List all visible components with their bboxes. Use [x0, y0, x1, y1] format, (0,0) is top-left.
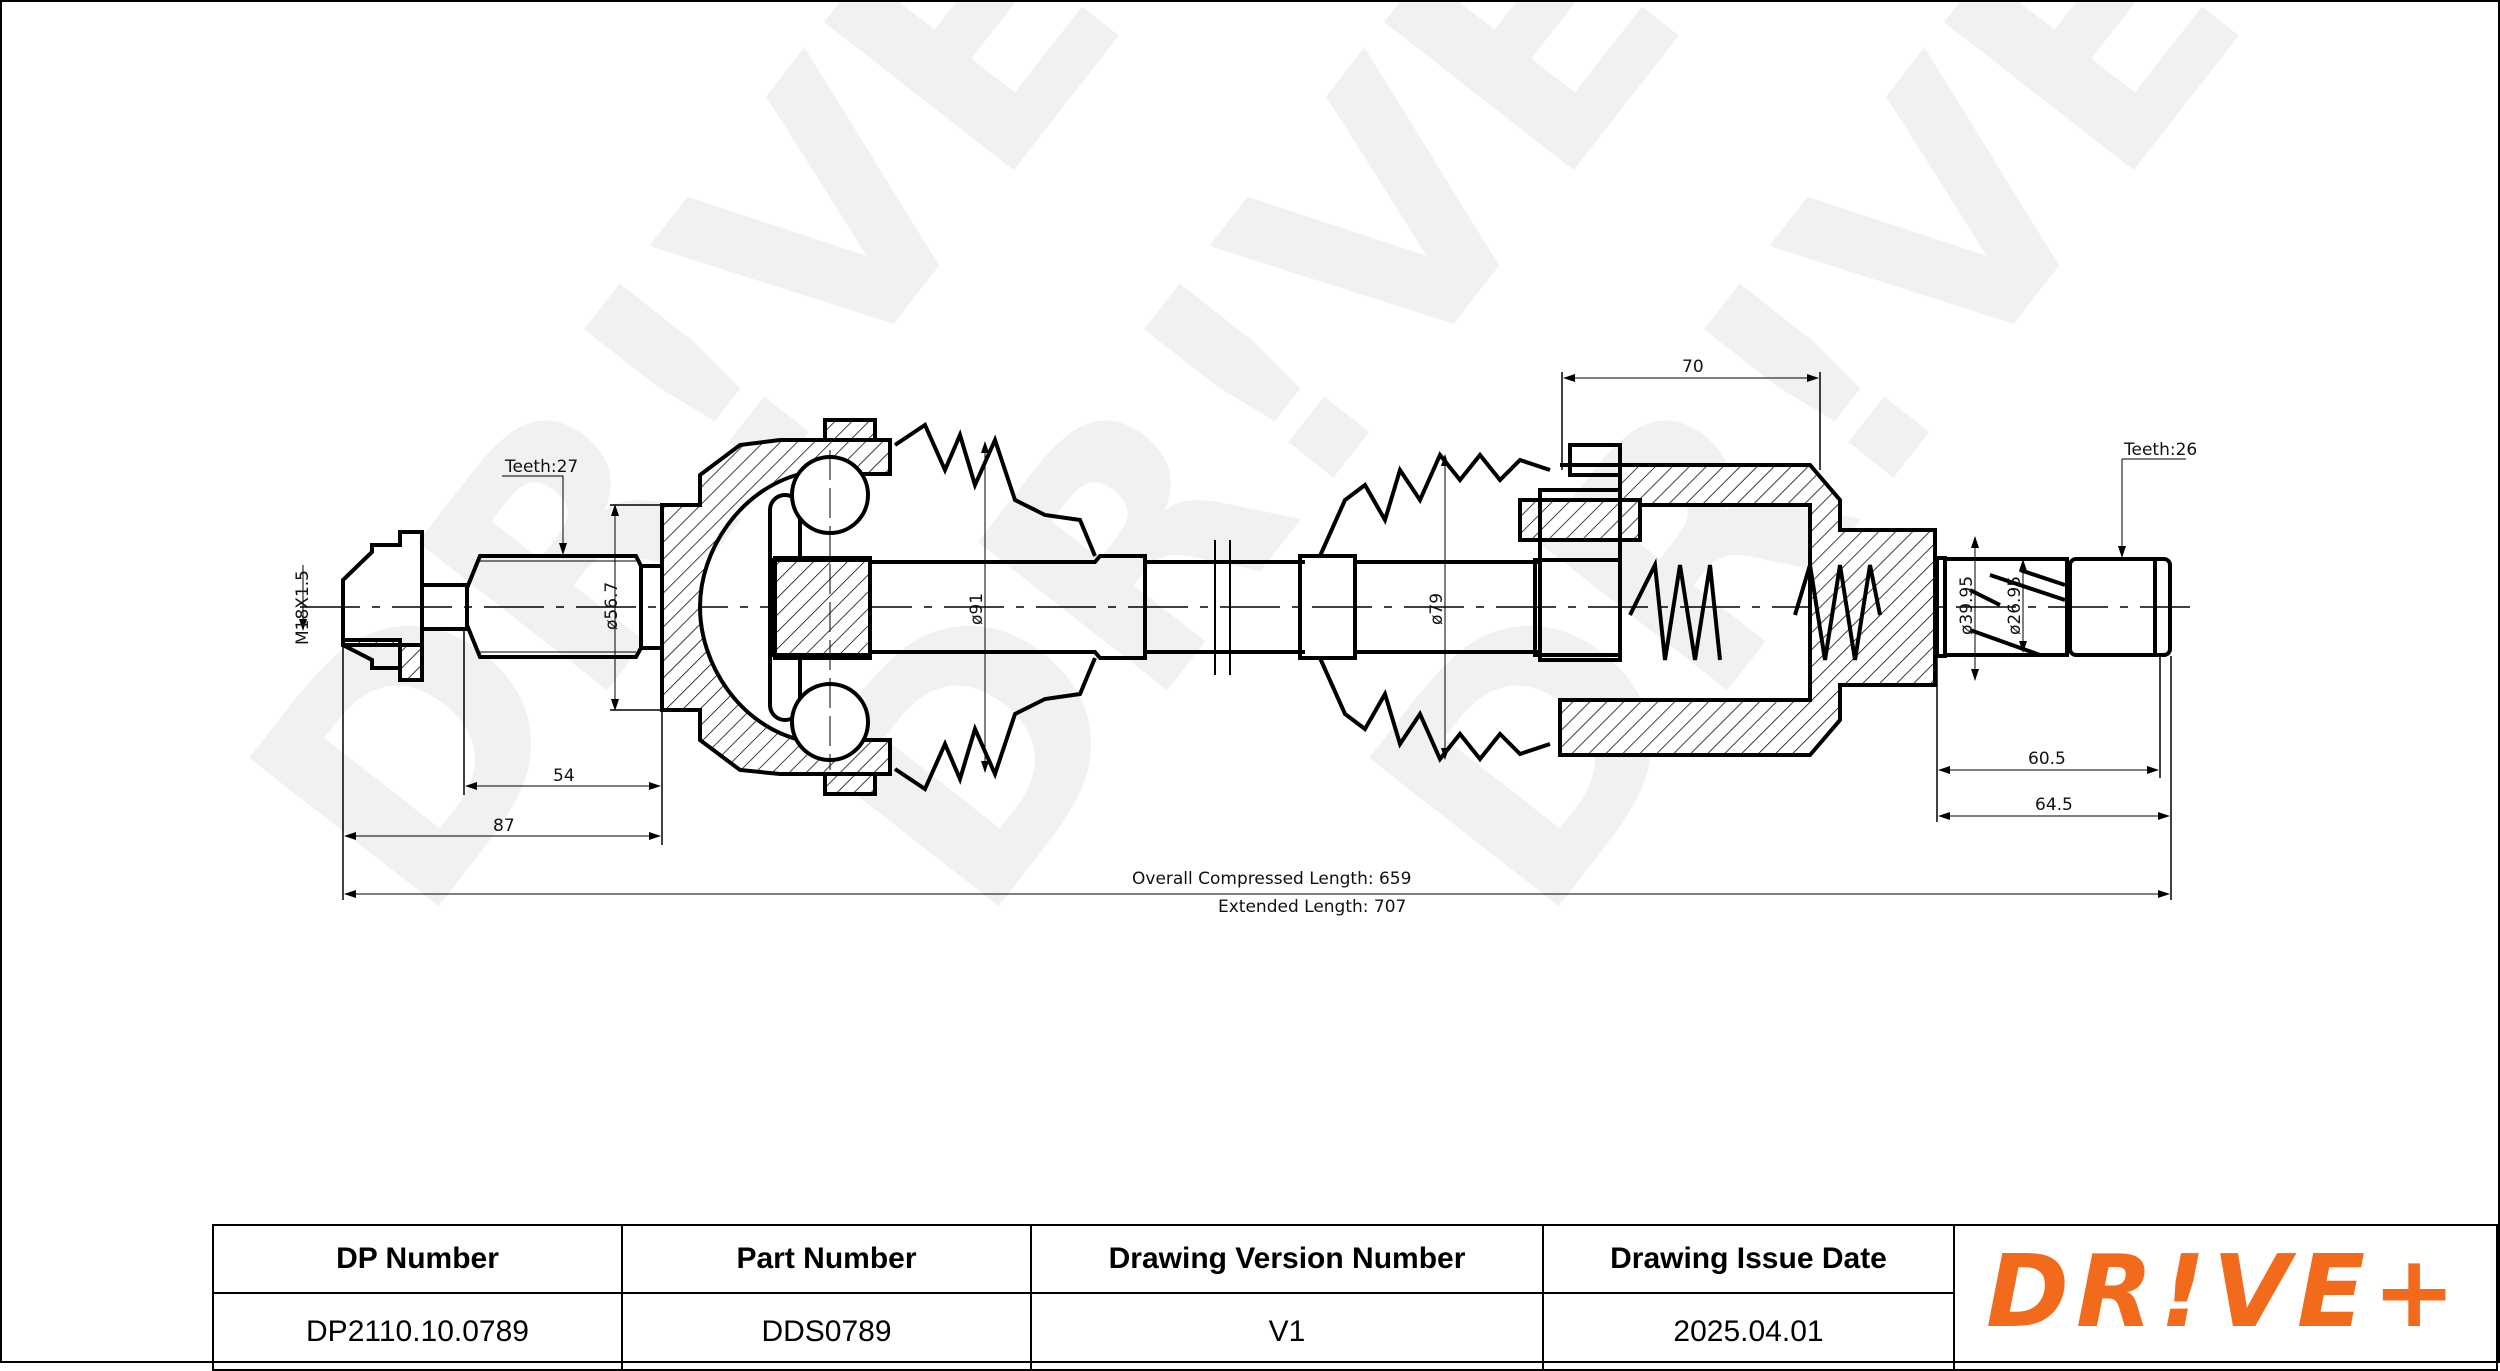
dimension-labels: Teeth:27 Teeth:26 M18X1.5 ø56.7 ø91 ø79 … — [293, 357, 2197, 917]
svg-text:ø56.7: ø56.7 — [602, 582, 622, 630]
drawing-version-value: V1 — [1030, 1292, 1544, 1371]
outer-cv-joint — [660, 418, 892, 796]
svg-text:ø39.95: ø39.95 — [1957, 576, 1977, 635]
header-dp-number: DP Number — [212, 1224, 623, 1294]
svg-text:DR!VE+: DR!VE+ — [1986, 1233, 2456, 1350]
right-stub-shaft — [1935, 556, 2172, 658]
svg-text:M18X1.5: M18X1.5 — [293, 570, 313, 645]
svg-text:60.5: 60.5 — [2028, 749, 2066, 769]
svg-text:54: 54 — [553, 766, 575, 786]
title-block: DP Number Part Number Drawing Version Nu… — [212, 1224, 2498, 1371]
svg-text:Teeth:27: Teeth:27 — [504, 457, 578, 477]
issue-date-value: 2025.04.01 — [1542, 1292, 1955, 1371]
svg-text:ø26.95: ø26.95 — [2005, 576, 2025, 635]
svg-text:ø79: ø79 — [1427, 593, 1447, 625]
header-part-number: Part Number — [621, 1224, 1032, 1294]
svg-text:Overall Compressed Length: 6: Overall Compressed Length: 659 — [1132, 869, 1411, 889]
dp-number-value: DP2110.10.0789 — [212, 1292, 623, 1371]
svg-text:Teeth:26: Teeth:26 — [2123, 440, 2197, 460]
svg-text:87: 87 — [493, 816, 515, 836]
inner-boot — [1318, 451, 1551, 763]
header-drawing-version: Drawing Version Number — [1030, 1224, 1544, 1294]
watermark: DR!VE+ DR!VE+ DR!VE+ — [179, 0, 2486, 978]
part-number-value: DDS0789 — [621, 1292, 1032, 1371]
svg-text:Extended Length: 707: Extended Length: 707 — [1218, 897, 1406, 917]
header-issue-date: Drawing Issue Date — [1542, 1224, 1955, 1294]
brand-logo: DR!VE+ — [1953, 1224, 2498, 1371]
drive-logo: DR!VE+ — [1986, 1233, 2456, 1350]
svg-text:ø91: ø91 — [967, 593, 987, 625]
svg-text:64.5: 64.5 — [2035, 795, 2073, 815]
svg-text:70: 70 — [1682, 357, 1704, 377]
inner-tripod-joint — [1518, 443, 1937, 757]
dimensions — [299, 372, 2186, 900]
